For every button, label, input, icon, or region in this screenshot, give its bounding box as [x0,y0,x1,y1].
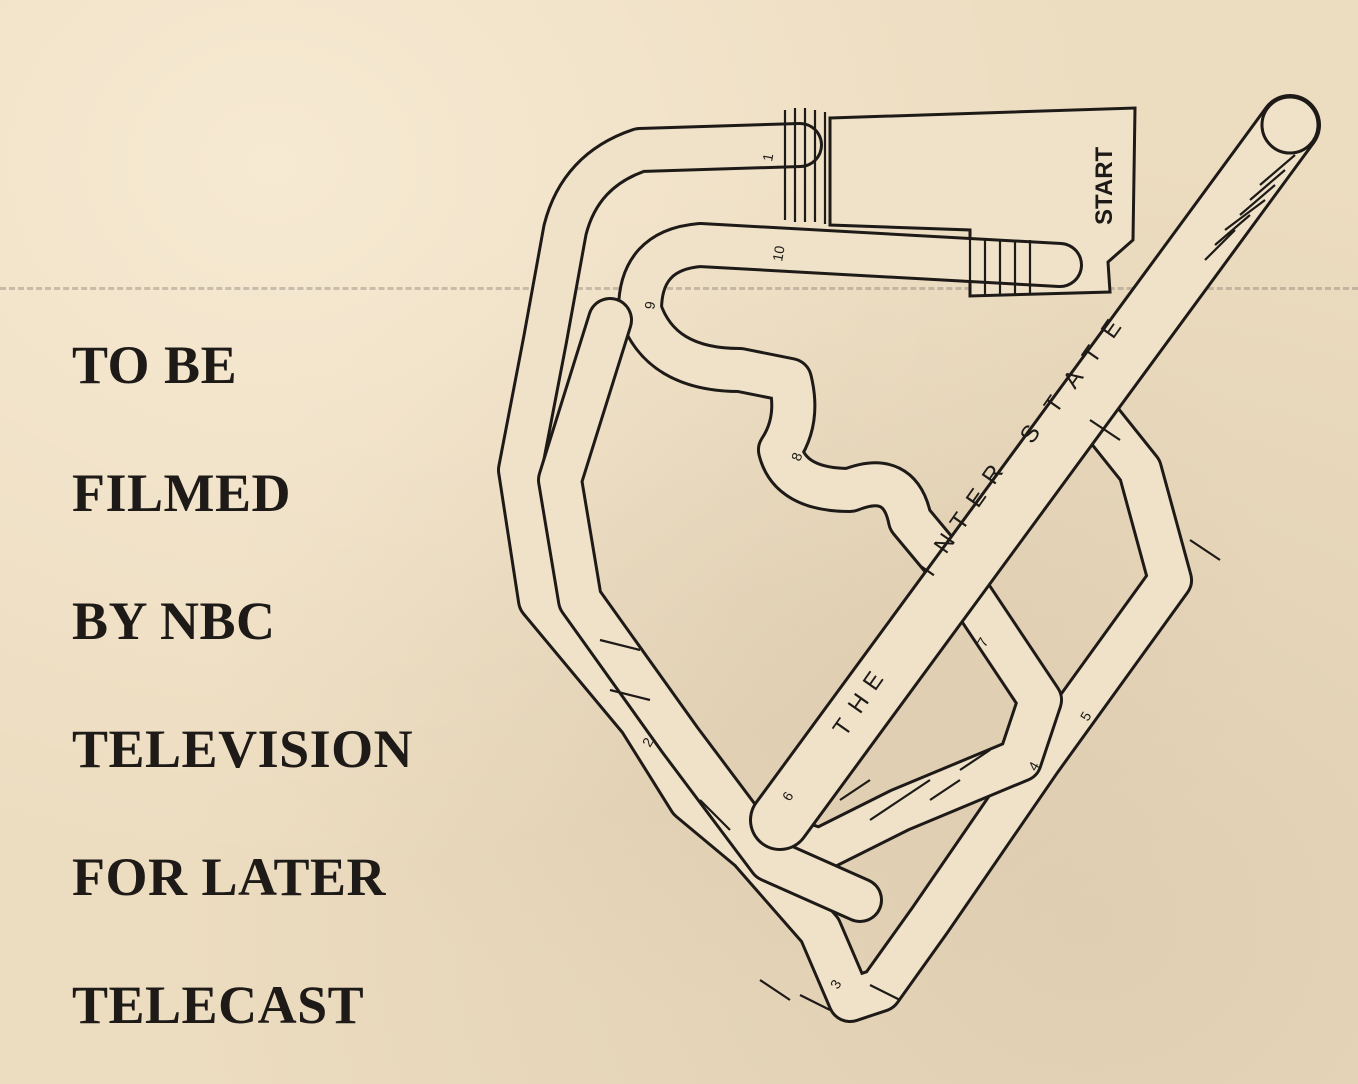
fold-crease [0,287,1358,290]
interstate-track [749,94,1321,851]
caption-line-2: FILMED [72,463,291,523]
caption-line-4: TELEVISION [72,719,414,779]
caption-line-5: FOR LATER [72,847,387,907]
inner-route-track [617,222,1083,873]
start-label: START [1091,146,1118,225]
caption-line-1: TO BE [72,335,238,395]
caption-line-3: BY NBC [72,591,276,651]
section-number-1: 1 [759,152,776,163]
connector-track [537,297,883,923]
section-number-10: 10 [769,244,787,262]
course-map: START T H E I N T E R S T A T E 1 2 3 4 … [490,80,1340,1050]
terrain-hatching [599,108,1296,1011]
caption-line-6: TELECAST [72,975,365,1035]
section-number-9: 9 [641,300,658,311]
outer-loop-track [497,122,1193,1023]
